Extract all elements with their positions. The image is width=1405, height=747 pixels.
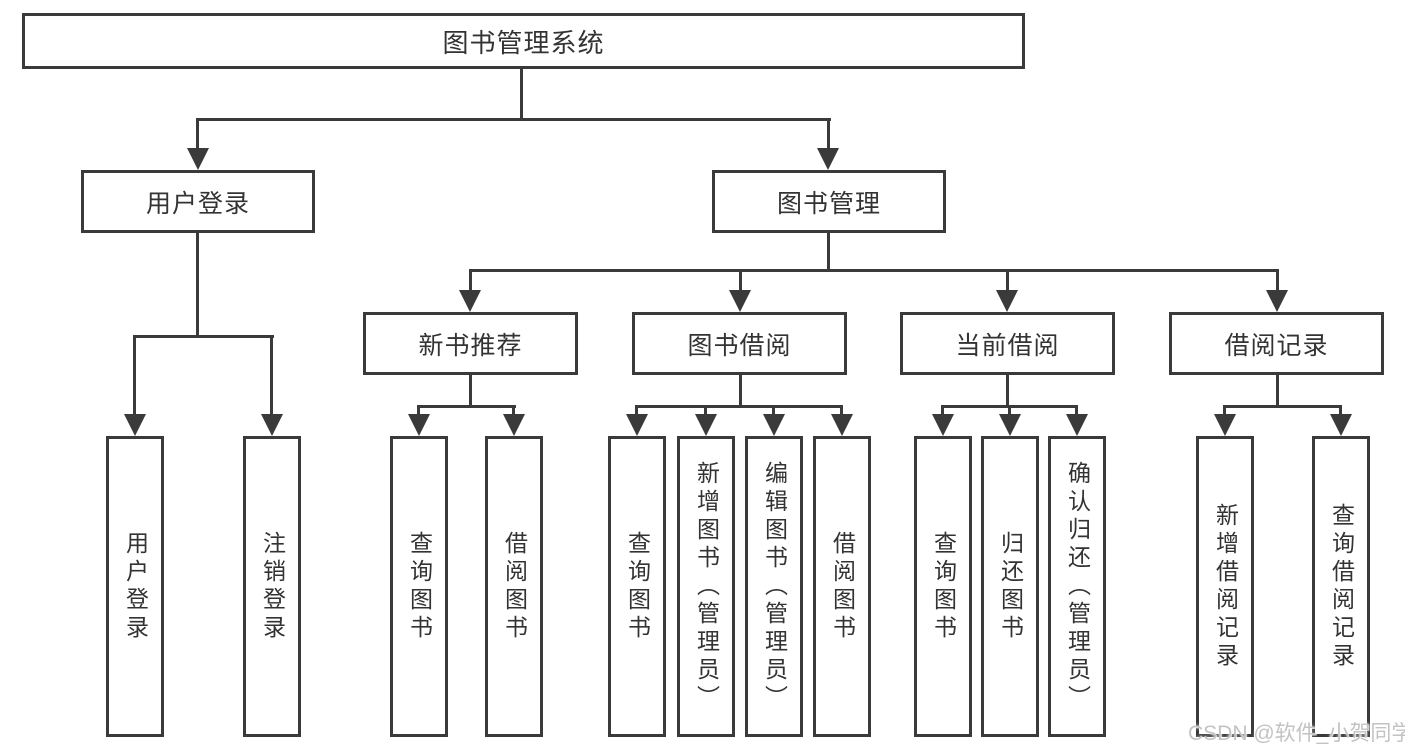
leaf-records-add-record: 新增借阅记录 [1196,436,1254,737]
leaf-user-login: 用户登录 [106,436,164,737]
connector-line [469,374,472,407]
node-label: 图书管理系统 [442,27,605,58]
node-label: 查询借阅记录 [1328,502,1355,671]
connector-line [1075,405,1078,416]
node-label: 用户登录 [145,189,250,218]
connector-line [417,405,420,416]
arrow-down [503,414,525,436]
arrow-down [187,148,209,170]
node-label: 新书推荐 [418,331,523,360]
node-label: 查询图书 [406,530,433,643]
node-user-login: 用户登录 [81,170,315,233]
leaf-borrowing-query-books: 查询图书 [608,436,666,737]
arrow-down [695,414,717,436]
node-library-management-system: 图书管理系统 [22,13,1025,69]
node-label: 图书管理 [776,189,881,218]
leaf-borrowing-edit-books-admin: 编辑图书（管理员） [745,436,803,737]
arrow-down [1266,290,1288,312]
connector-line [840,405,843,416]
connector-line [196,118,831,121]
connector-line [739,374,742,407]
arrow-down [763,414,785,436]
arrow-down [626,414,648,436]
leaf-current-return-books: 归还图书 [981,436,1039,737]
leaf-current-query-books: 查询图书 [914,436,972,737]
connector-line [704,405,707,416]
connector-line [1006,374,1009,407]
node-book-management: 图书管理 [712,170,946,233]
leaf-records-query-record: 查询借阅记录 [1312,436,1370,737]
connector-line [941,405,944,416]
leaf-logout: 注销登录 [243,436,301,737]
arrow-down [459,290,481,312]
connector-line [196,118,199,152]
connector-line [1339,405,1342,416]
arrow-down [124,414,146,436]
leaf-borrowing-borrow-books: 借阅图书 [813,436,871,737]
node-current-borrowing: 当前借阅 [900,312,1115,375]
connector-line [739,269,742,292]
csdn-watermark: CSDN @软件_小贺同学 [1188,722,1405,745]
connector-line [827,232,830,272]
arrow-down [261,414,283,436]
node-label: 查询图书 [930,530,957,643]
leaf-recommend-borrow-books: 借阅图书 [485,436,543,737]
arrow-down [932,414,954,436]
connector-line [520,68,523,121]
leaf-recommend-query-books: 查询图书 [390,436,448,737]
node-new-book-recommend: 新书推荐 [363,312,578,375]
node-label: 当前借阅 [955,331,1060,360]
arrow-down [1066,414,1088,436]
node-label: 新增借阅记录 [1212,502,1239,671]
leaf-borrowing-add-books-admin: 新增图书（管理员） [677,436,735,737]
connector-line [469,269,1279,272]
arrow-down [1330,414,1352,436]
connector-line [1223,405,1342,408]
connector-line [1008,405,1011,416]
node-label: 查询图书 [624,530,651,643]
node-book-borrowing: 图书借阅 [632,312,847,375]
connector-line [417,405,516,408]
node-label: 注销登录 [259,530,286,643]
connector-line [635,405,843,408]
arrow-down [999,414,1021,436]
arrow-down [831,414,853,436]
connector-line [196,232,199,338]
node-label: 新增图书（管理员） [693,460,720,713]
connector-line [469,269,472,292]
leaf-current-confirm-return-admin: 确认归还（管理员） [1048,436,1106,737]
connector-line [512,405,515,416]
arrow-down [817,148,839,170]
node-borrow-records: 借阅记录 [1169,312,1384,375]
connector-line [1276,374,1279,407]
connector-line [772,405,775,416]
node-label: 借阅图书 [829,530,856,643]
node-label: 用户登录 [122,530,149,643]
connector-line [133,335,136,416]
connector-line [635,405,638,416]
connector-line [827,118,830,152]
arrow-down [729,290,751,312]
connector-line [1006,269,1009,292]
node-label: 借阅图书 [501,530,528,643]
node-label: 编辑图书（管理员） [761,460,788,713]
connector-line [270,335,273,416]
connector-line [133,335,274,338]
node-label: 图书借阅 [687,331,792,360]
node-label: 借阅记录 [1224,331,1329,360]
connector-line [1276,269,1279,292]
arrow-down [1214,414,1236,436]
node-label: 归还图书 [997,530,1024,643]
node-label: 确认归还（管理员） [1064,460,1091,713]
arrow-down [408,414,430,436]
connector-line [1223,405,1226,416]
arrow-down [996,290,1018,312]
